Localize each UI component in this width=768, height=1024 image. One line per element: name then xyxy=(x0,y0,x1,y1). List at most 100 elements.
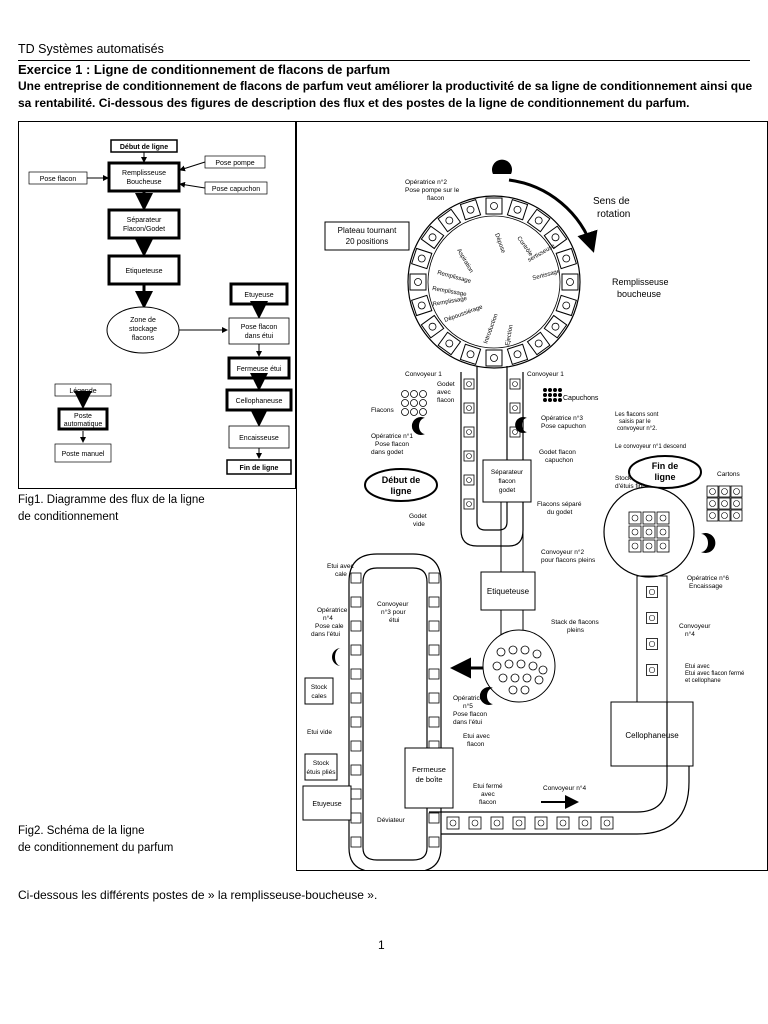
conveyor-4-slot-dot xyxy=(493,819,501,827)
conveyor-3-slot xyxy=(350,836,362,848)
note1-3: convoyeur n°2. xyxy=(617,426,657,432)
full-flacon xyxy=(496,647,506,657)
bottle-position xyxy=(562,301,571,310)
conveyor-3-slot xyxy=(350,596,362,608)
conveyor-4-slot-dot xyxy=(449,819,457,827)
cellophaneuse-machine xyxy=(610,701,694,767)
capuchon-item xyxy=(548,393,552,397)
conv4-bottom-label: Convoyeur n°4 xyxy=(543,784,586,792)
debut-label-1: Début de xyxy=(382,475,421,485)
filler-label-1: Remplisseuse xyxy=(122,170,166,177)
finished-etui-dot xyxy=(645,528,653,536)
note2: Le convoyeur n°1 descend xyxy=(615,444,686,450)
filler-label-2: boucheuse xyxy=(617,289,661,299)
capuchon-item xyxy=(553,393,557,397)
conveyor-1 xyxy=(476,366,508,531)
operator-2-icon xyxy=(492,159,512,174)
labeler-label: Etiqueteuse xyxy=(126,268,163,275)
conveyor-3-slot xyxy=(350,740,362,752)
conveyor-3-slot xyxy=(350,572,362,584)
end-box xyxy=(226,459,292,475)
conv2-label-2: pour flacons pleins xyxy=(541,557,596,564)
finished-etui-dot xyxy=(631,514,639,522)
carton-dot xyxy=(709,488,716,495)
operator-1-icon xyxy=(411,417,425,435)
sep-label-1: Séparateur xyxy=(491,469,524,476)
exercise-title: Exercice 1 : Ligne de conditionnement de… xyxy=(18,62,391,77)
capuchon-item xyxy=(543,393,547,397)
conveyor-1-slot-dot xyxy=(466,501,472,507)
sep-label-2: flacon xyxy=(498,478,516,485)
conveyor-4-slot-dot xyxy=(515,819,523,827)
operator-3-icon xyxy=(515,417,527,433)
deviateur-label: Déviateur xyxy=(377,817,406,824)
flacon-item xyxy=(410,390,418,398)
capuchon-item xyxy=(558,388,562,392)
cellophaneuse-label: Cellophaneuse xyxy=(625,731,679,740)
carton-dot xyxy=(721,500,728,507)
debut-label-2: ligne xyxy=(390,486,411,496)
bottle-position xyxy=(534,339,543,348)
pose-etui-label-2: dans étui xyxy=(245,333,274,340)
finished-etui-dot xyxy=(659,528,667,536)
cartons-stock xyxy=(706,485,743,522)
separator-machine xyxy=(482,459,532,503)
conveyor-3-slot xyxy=(428,692,440,704)
conveyor-1-slot-dot xyxy=(466,453,472,459)
flacons-label: Flacons xyxy=(371,407,395,414)
figure-2-caption: Fig2. Schéma de la ligne de conditionnem… xyxy=(18,823,173,857)
plateau-box xyxy=(324,221,410,251)
header-rule xyxy=(18,60,750,61)
op4-label-3: Pose cale xyxy=(315,623,344,630)
op5-label-1: Opératrice xyxy=(453,695,484,702)
conveyor-3-slot xyxy=(428,812,440,824)
fig1-caption-2: de conditionnement xyxy=(18,511,119,523)
godet-flacon-3: flacon xyxy=(437,397,455,404)
st-ejection: Ejection xyxy=(505,324,515,346)
bottle-position xyxy=(417,301,426,310)
fin-label-2: ligne xyxy=(654,472,675,482)
conveyor-4-slot-dot xyxy=(559,819,567,827)
full-flacon xyxy=(520,645,530,655)
pose-etui-label-1: Pose flacon xyxy=(241,324,278,331)
conveyor-1-slot-dot xyxy=(512,405,518,411)
legend-manual: Poste manuel xyxy=(62,451,105,458)
op4-label-2: n°4 xyxy=(323,614,333,622)
full-flacon xyxy=(520,685,530,695)
bottle-position xyxy=(551,233,560,242)
conveyor-3-slot xyxy=(428,836,440,848)
end-label: Fin de ligne xyxy=(240,465,279,472)
conveyor-4-slot-dot xyxy=(603,819,611,827)
conveyor-4-slot-dot xyxy=(648,640,656,648)
etui-cale-2: cale xyxy=(335,571,347,578)
op5-label-4: dans l'étui xyxy=(453,719,482,726)
conv4-right-2: n°4 xyxy=(685,630,695,638)
etui-flacon-1: Etui avec xyxy=(463,733,490,740)
conveyor-3-slot xyxy=(350,668,362,680)
conveyor-4-slot-dot xyxy=(648,614,656,622)
etui-ferme-b-2: avec xyxy=(481,791,495,798)
fermeuse-label-2: de boîte xyxy=(415,775,442,784)
plateau-label-2: 20 positions xyxy=(346,237,389,246)
op3-label-1: Opératrice n°3 xyxy=(541,414,583,422)
bottom-text: Ci-dessous les différents postes de » la… xyxy=(18,888,378,902)
fermeuse-label: Fermeuse étui xyxy=(237,366,282,373)
conveyor-1-slot-dot xyxy=(466,477,472,483)
rotation-label-2: rotation xyxy=(597,209,630,220)
conveyor-3-slot xyxy=(350,764,362,776)
capuchon-item xyxy=(543,388,547,392)
op5-label-2: n°5 xyxy=(463,702,473,710)
capuchon-item xyxy=(548,388,552,392)
conveyor-4-bottom xyxy=(429,702,668,813)
flacon-item xyxy=(410,408,418,416)
flacon-item xyxy=(401,399,409,407)
stack-label-2: pleins xyxy=(567,627,585,634)
op4-label-4: dans l'étui xyxy=(311,631,340,638)
separator-label-1: Séparateur xyxy=(127,217,162,224)
bottle-position xyxy=(566,278,574,286)
capuchon-item xyxy=(543,398,547,402)
conveyor-4-slot-dot xyxy=(471,819,479,827)
conveyor-3-slot xyxy=(350,788,362,800)
legend-manual-box xyxy=(54,443,112,463)
capuchon-item xyxy=(548,398,552,402)
